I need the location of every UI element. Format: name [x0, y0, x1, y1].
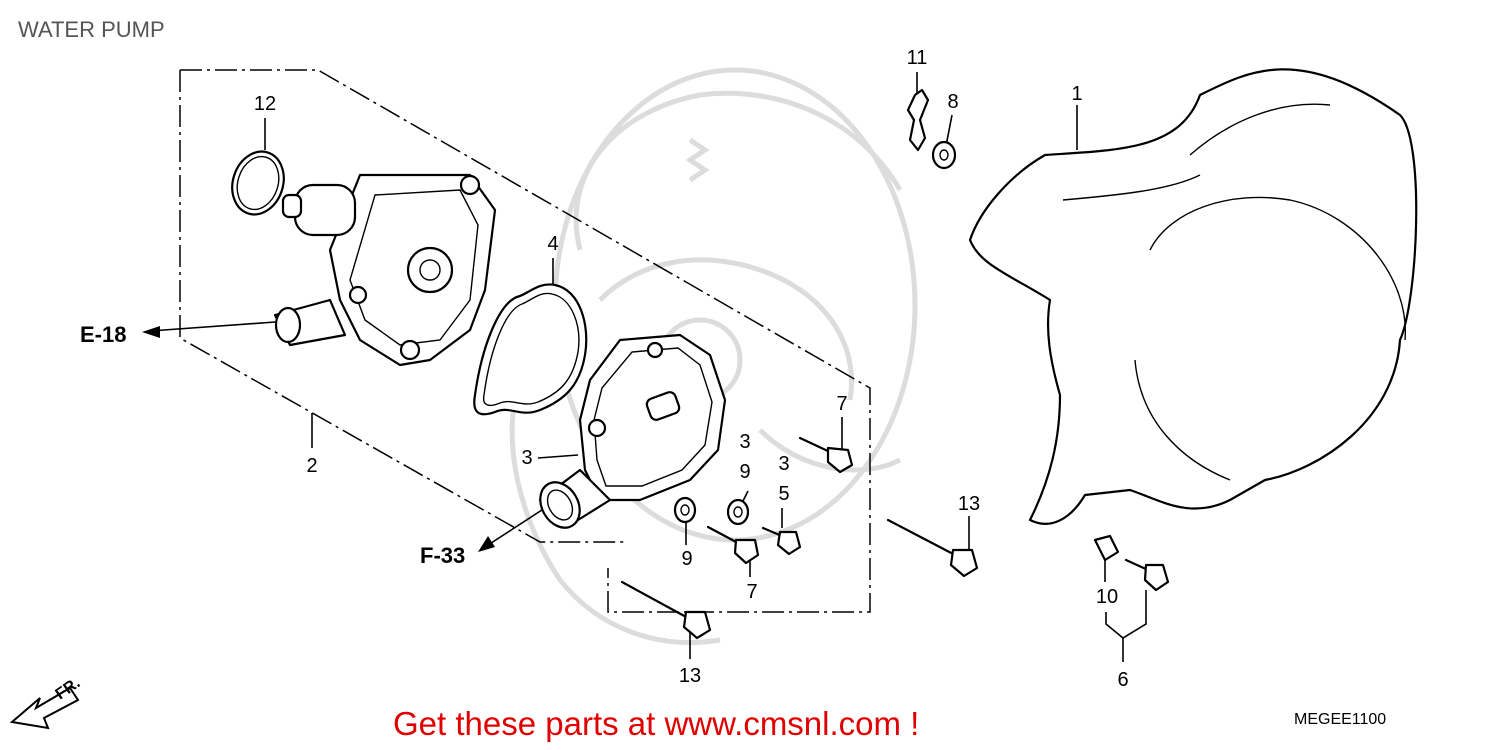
callout-1: 1: [1071, 83, 1082, 105]
callout-4: 4: [547, 233, 558, 255]
callout-3-housing: 3: [521, 447, 532, 469]
callout-13-middle: 13: [958, 493, 980, 515]
bolt-7-upper: [798, 436, 854, 474]
washer-9-left: [673, 496, 697, 524]
leader-lines: [264, 72, 1147, 662]
reference-f33: F-33: [420, 543, 465, 568]
callout-6: 6: [1117, 669, 1128, 691]
callout-8: 8: [947, 91, 958, 113]
e18-arrow: [142, 321, 276, 338]
water-pump-2: [273, 173, 497, 367]
bolt-6-10: [1093, 534, 1170, 592]
front-arrow-icon: [9, 686, 80, 730]
bolt-13-bottom: [620, 580, 712, 640]
assembly-outline-2: [179, 69, 871, 613]
diagram-title: WATER PUMP: [18, 17, 165, 42]
reference-e18: E-18: [80, 322, 126, 347]
callout-labels: 1 2 3 3 3 4 5 6 7 7 8 9 9 10 11 12 13 13: [254, 47, 1129, 691]
washer-8: [931, 140, 957, 170]
pump-cover-3: [538, 333, 727, 529]
bolt-7-lower: [706, 525, 760, 565]
callout-3-bolt: 3: [778, 453, 789, 475]
gasket-4: [473, 283, 588, 416]
clip-11: [906, 88, 930, 152]
callout-5: 5: [778, 483, 789, 505]
callout-3-washer: 3: [739, 431, 750, 453]
callout-9-upper: 9: [739, 461, 750, 483]
washer-9-right: [726, 498, 750, 526]
callout-7-upper: 7: [836, 393, 847, 415]
promo-link-text[interactable]: Get these parts at www.cmsnl.com !: [393, 705, 919, 742]
callout-7-lower: 7: [746, 581, 757, 603]
bolt-13-middle: [886, 518, 979, 578]
o-ring-12: [231, 150, 285, 216]
callout-2: 2: [306, 455, 317, 477]
f33-arrow: [478, 507, 546, 552]
callout-9-lower: 9: [681, 548, 692, 570]
callout-13-bottom: 13: [679, 665, 701, 687]
bolt-5: [761, 526, 802, 556]
callout-11: 11: [907, 47, 928, 69]
diagram-code: MEGEE1100: [1294, 711, 1386, 728]
callout-12: 12: [254, 93, 276, 115]
side-cover-1: [968, 68, 1418, 525]
callout-10: 10: [1096, 586, 1118, 608]
